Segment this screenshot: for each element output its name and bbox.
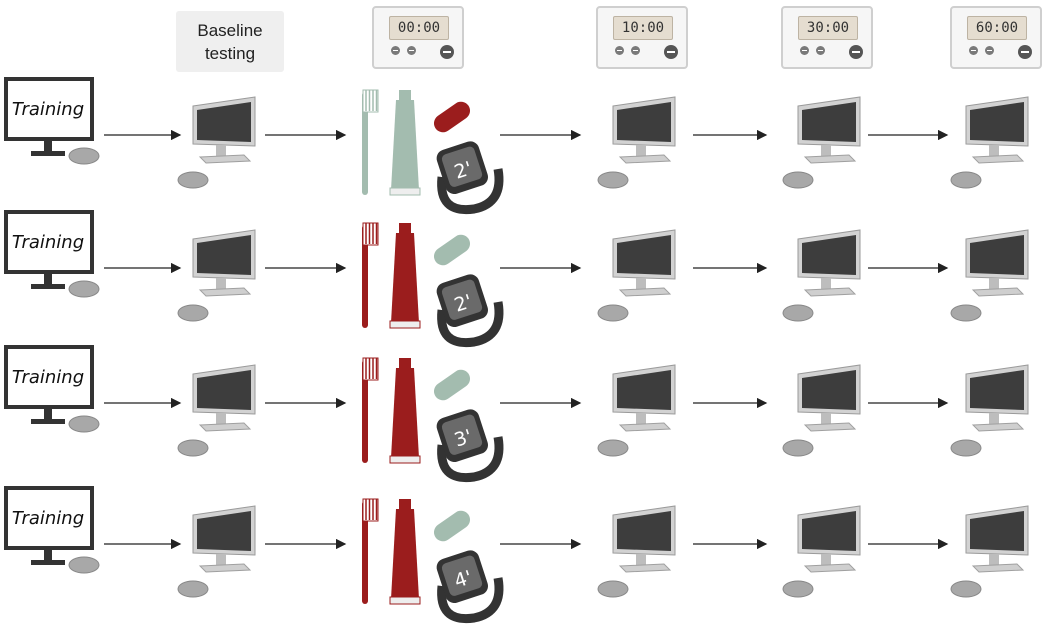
toothbrush-icon <box>362 357 379 463</box>
watch-label: 3' <box>452 425 475 451</box>
toothbrush-icon <box>362 89 379 195</box>
timer-start-icon <box>664 45 678 59</box>
training-label: Training <box>12 508 84 529</box>
computer-icon <box>177 505 256 598</box>
toothpaste-icon <box>389 90 421 196</box>
computer-icon <box>597 96 676 189</box>
pill-icon <box>433 369 471 401</box>
training-monitor-icon: Training <box>4 345 100 433</box>
timer-start-icon <box>440 45 454 59</box>
baseline-label-line1: Baseline <box>197 20 263 40</box>
toothbrush-icon <box>362 498 379 604</box>
training-label: Training <box>12 232 84 253</box>
mouse-icon <box>68 280 100 298</box>
computer-icon <box>950 229 1029 322</box>
mouse-icon <box>950 171 982 189</box>
timer-button-icon <box>391 46 400 55</box>
computer-icon <box>782 96 861 189</box>
timer-button-icon <box>615 46 624 55</box>
timer-button-icon <box>631 46 640 55</box>
computer-icon <box>177 96 256 189</box>
mouse-icon <box>597 580 629 598</box>
watch-icon: 4' <box>436 550 504 624</box>
timer-button-icon <box>816 46 825 55</box>
mouse-icon <box>950 580 982 598</box>
mouse-icon <box>950 439 982 457</box>
mouse-icon <box>177 439 209 457</box>
mouse-icon <box>782 439 814 457</box>
computer-icon <box>782 505 861 598</box>
training-label: Training <box>12 99 84 120</box>
watch-icon: 2' <box>436 274 504 348</box>
watch-icon: 3' <box>436 409 504 483</box>
mouse-icon <box>597 171 629 189</box>
pill-icon <box>433 234 471 266</box>
timer-60: 60:00 <box>950 6 1042 69</box>
mouse-icon <box>177 580 209 598</box>
computer-icon <box>597 229 676 322</box>
computer-icon <box>950 364 1029 457</box>
mouse-icon <box>68 147 100 165</box>
toothpaste-icon <box>389 499 421 605</box>
baseline-testing-label: Baseline testing <box>176 11 284 72</box>
training-monitor-icon: Training <box>4 210 100 298</box>
mouse-icon <box>597 304 629 322</box>
mouse-icon <box>950 304 982 322</box>
watch-icon: 2' <box>436 141 504 215</box>
timer-display: 00:00 <box>389 16 449 40</box>
computer-icon <box>950 96 1029 189</box>
timer-start-icon <box>849 45 863 59</box>
baseline-label-line2: testing <box>204 43 256 63</box>
watch-label: 2' <box>452 157 475 183</box>
timer-10: 10:00 <box>596 6 688 69</box>
pill-icon <box>433 510 471 542</box>
toothpaste-icon <box>389 223 421 329</box>
toothbrush-icon <box>362 222 379 328</box>
mouse-icon <box>782 304 814 322</box>
mouse-icon <box>68 415 100 433</box>
computer-icon <box>597 505 676 598</box>
timer-display: 60:00 <box>967 16 1027 40</box>
training-monitor-icon: Training <box>4 77 100 165</box>
timer-start-icon <box>1018 45 1032 59</box>
computer-icon <box>177 229 256 322</box>
mouse-icon <box>177 171 209 189</box>
mouse-icon <box>177 304 209 322</box>
timer-button-icon <box>969 46 978 55</box>
computer-icon <box>782 364 861 457</box>
mouse-icon <box>782 171 814 189</box>
computer-icon <box>597 364 676 457</box>
timer-display: 10:00 <box>613 16 673 40</box>
mouse-icon <box>597 439 629 457</box>
training-monitor-icon: Training <box>4 486 100 574</box>
mouse-icon <box>68 556 100 574</box>
timer-button-icon <box>800 46 809 55</box>
watch-label: 4' <box>452 566 475 592</box>
computer-icon <box>177 364 256 457</box>
timer-0: 00:00 <box>372 6 464 69</box>
timer-display: 30:00 <box>798 16 858 40</box>
computer-icon <box>950 505 1029 598</box>
training-label: Training <box>12 367 84 388</box>
timer-30: 30:00 <box>781 6 873 69</box>
watch-label: 2' <box>452 290 475 316</box>
timer-button-icon <box>985 46 994 55</box>
computer-icon <box>782 229 861 322</box>
toothpaste-icon <box>389 358 421 464</box>
mouse-icon <box>782 580 814 598</box>
timer-button-icon <box>407 46 416 55</box>
pill-icon <box>433 101 471 133</box>
